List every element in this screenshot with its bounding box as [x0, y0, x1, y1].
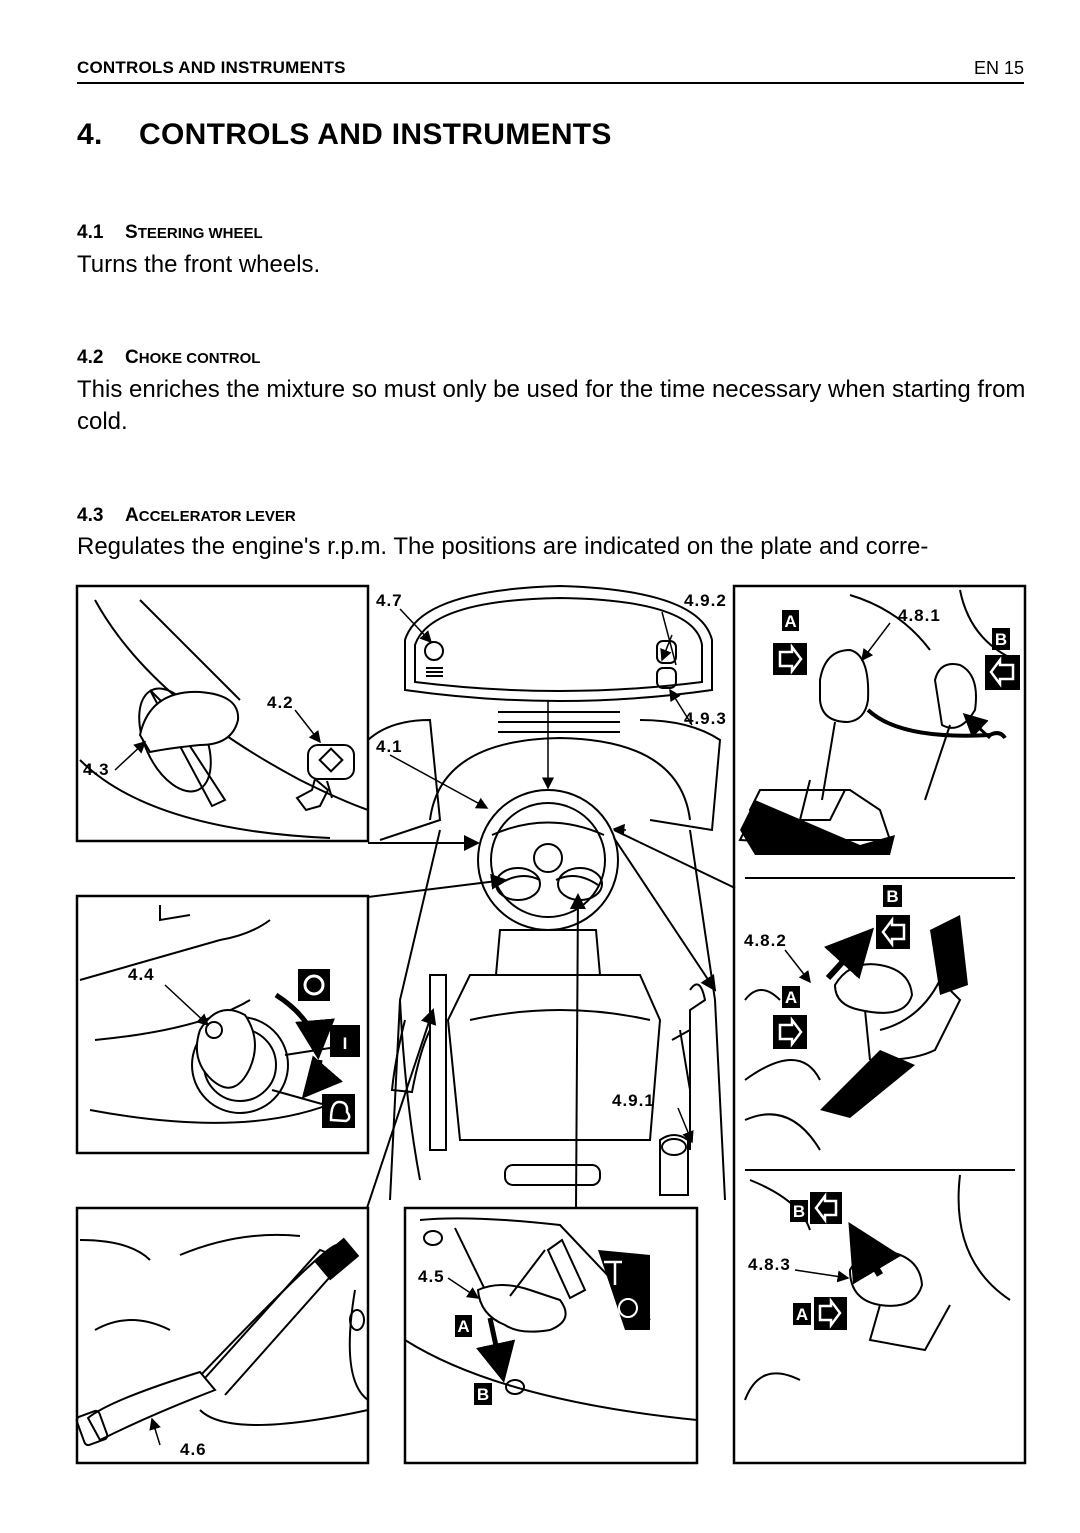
callout-4-9-2: 4.9.2: [684, 591, 727, 610]
section-number: 4.1: [77, 222, 104, 243]
svg-text:B: B: [793, 1202, 805, 1221]
position-letter-b: B: [883, 885, 902, 907]
section-number: 4.2: [77, 347, 104, 368]
running-title: CONTROLS AND INSTRUMENTS: [77, 58, 346, 77]
section-body-steering-wheel: Turns the front wheels.: [77, 251, 321, 278]
callout-4-3: 4.3: [83, 760, 110, 779]
section-body-accelerator-lever: Regulates the engine's r.p.m. The positi…: [77, 533, 929, 560]
section-title-rest: HOKE CONTROL: [138, 350, 261, 367]
callout-4-2: 4.2: [267, 693, 294, 712]
svg-text:A: A: [784, 612, 796, 631]
ignition-on-symbol: I: [330, 1025, 360, 1057]
chapter-number: 4.: [77, 118, 103, 151]
position-letter-b: B: [992, 628, 1010, 650]
ignition-start-symbol: [322, 1094, 355, 1128]
position-letter-a: A: [455, 1315, 472, 1337]
position-letter-a: A: [782, 986, 800, 1008]
running-header: CONTROLS AND INSTRUMENTS EN 15: [77, 58, 1024, 84]
ignition-on-label: I: [343, 1034, 348, 1053]
inset-drive-lever: [732, 584, 1027, 1465]
reverse-arrow-icon: [985, 655, 1020, 690]
svg-text:B: B: [477, 1385, 489, 1404]
section-title-rest: CCELERATOR LEVER: [138, 508, 296, 525]
section-heading-choke-control: 4.2 CHOKE CONTROL: [77, 347, 260, 369]
svg-text:A: A: [796, 1305, 808, 1324]
parking-brake-drawing: [404, 1217, 698, 1421]
drive-lever-drawing: [738, 589, 1016, 1401]
callout-4-8-3: 4.8.3: [748, 1255, 791, 1274]
forward-arrow-icon: [773, 1015, 807, 1049]
callout-4-4: 4.4: [128, 965, 155, 984]
section-title-cap: A: [125, 505, 139, 526]
position-letter-a: A: [793, 1303, 811, 1325]
svg-text:B: B: [886, 887, 898, 906]
callout-4-6: 4.6: [180, 1440, 207, 1459]
section-title-cap: C: [125, 347, 139, 368]
svg-text:A: A: [457, 1317, 469, 1336]
reverse-arrow-icon: [810, 1192, 842, 1224]
callout-4-9-3: 4.9.3: [684, 709, 727, 728]
inset-hand-lever: [75, 1206, 370, 1465]
section-body-choke-control: This enriches the mixture so must only b…: [77, 376, 1026, 435]
page-number: EN 15: [973, 58, 1024, 78]
forward-arrow-icon: [814, 1297, 847, 1330]
callout-4-8-1: 4.8.1: [898, 606, 941, 625]
tractor-dashboard-drawing: [367, 584, 726, 1201]
callout-4-5: 4.5: [418, 1267, 445, 1286]
section-title-cap: S: [125, 222, 138, 243]
forward-arrow-icon: [773, 643, 807, 675]
callout-4-7: 4.7: [376, 591, 403, 610]
ignition-switch-drawing: [79, 905, 344, 1124]
svg-text:A: A: [785, 988, 797, 1007]
position-letter-b: B: [790, 1200, 808, 1222]
section-heading-accelerator-lever: 4.3 ACCELERATOR LEVER: [77, 505, 296, 527]
callout-4-8-2: 4.8.2: [744, 931, 787, 950]
callout-4-9-1: 4.9.1: [612, 1091, 655, 1110]
position-letter-b: B: [474, 1383, 492, 1405]
ignition-off-symbol: [298, 969, 330, 1001]
reverse-arrow-icon: [876, 915, 910, 949]
chapter-title: CONTROLS AND INSTRUMENTS: [139, 118, 612, 151]
section-number: 4.3: [77, 505, 104, 526]
chapter-heading: 4. CONTROLS AND INSTRUMENTS: [77, 118, 612, 152]
section-heading-steering-wheel: 4.1 STEERING WHEEL: [77, 222, 263, 244]
callout-4-1: 4.1: [376, 737, 403, 756]
svg-text:B: B: [995, 630, 1007, 649]
inset-parking-brake: [403, 1206, 699, 1465]
choke-accelerator-drawing: [79, 599, 369, 839]
inset-ignition-switch: [75, 894, 370, 1155]
section-title-rest: TEERING WHEEL: [137, 225, 263, 242]
inset-choke-accelerator: [75, 584, 370, 843]
position-letter-a: A: [782, 610, 799, 631]
